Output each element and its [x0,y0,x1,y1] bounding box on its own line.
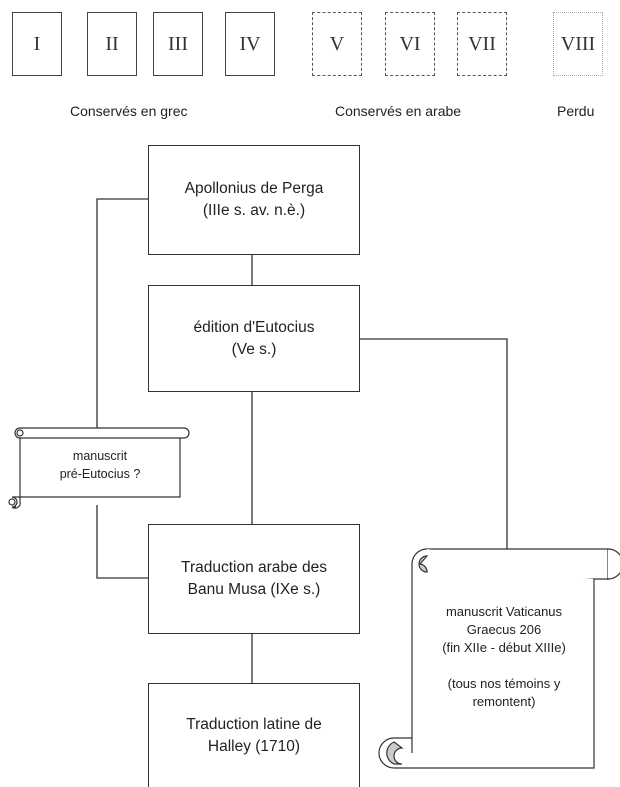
manuscript-vaticanus-line2: Graecus 206 [466,622,542,637]
book-box-iii: III [153,12,203,76]
book-label: VI [399,32,421,55]
manuscript-pre-eutocius: manuscrit pré-Eutocius ? [20,447,180,483]
book-box-ii: II [87,12,137,76]
manuscript-vaticanus-line1: manuscrit Vaticanus [445,604,563,619]
node-apollonius-line1: Apollonius de Perga [184,180,324,197]
node-banu-musa: Traduction arabe des Banu Musa (IXe s.) [148,524,360,634]
node-eutocius-line2: (Ve s.) [231,340,277,358]
node-eutocius-line1: édition d'Eutocius [193,318,315,336]
book-label: V [329,32,345,55]
book-box-i: I [12,12,62,76]
scroll-vaticanus-shape [378,548,620,769]
node-eutocius: édition d'Eutocius (Ve s.) [148,285,360,392]
manuscript-vaticanus-line5: remontent) [472,694,536,709]
node-apollonius-line2: (IIIe s. av. n.è.) [202,202,306,219]
node-banu-musa-line2: Banu Musa (IXe s.) [187,581,321,598]
manuscript-vaticanus-line3: (fin XIIe - début XIIIe) [442,640,566,655]
caption-lost: Perdu [557,103,595,119]
node-halley-line1: Traduction latine de [186,715,322,733]
edge-apollonius-preeutocius [96,198,148,428]
node-halley: Traduction latine de Halley (1710) [148,683,360,787]
caption-arabic: Conservés en arabe [335,103,462,119]
manuscript-pre-eutocius-line1: manuscrit [72,449,128,463]
book-label: VIII [560,32,596,55]
node-halley-line2: Halley (1710) [207,737,301,755]
manuscript-vaticanus: manuscrit Vaticanus Graecus 206 (fin XII… [414,603,594,711]
book-box-iv: IV [225,12,275,76]
book-label: III [168,32,188,55]
node-banu-musa-line1: Traduction arabe des [181,559,327,576]
book-box-vii: VII [457,12,507,76]
book-label: II [105,32,119,55]
manuscript-pre-eutocius-line2: pré-Eutocius ? [59,467,141,481]
book-label: IV [239,32,261,55]
caption-greek: Conservés en grec [70,103,188,119]
book-box-viii: VIII [553,12,603,76]
edge-preeutocius-banumusa [96,505,148,579]
book-box-vi: VI [385,12,435,76]
edge-eutocius-vaticanus [360,338,508,549]
scroll-pre-eutocius-shape [8,427,190,509]
manuscript-vaticanus-line4: (tous nos témoins y [447,676,561,691]
book-label: VII [468,32,496,55]
book-box-v: V [312,12,362,76]
node-apollonius: Apollonius de Perga (IIIe s. av. n.è.) [148,145,360,255]
book-label: I [33,32,41,55]
